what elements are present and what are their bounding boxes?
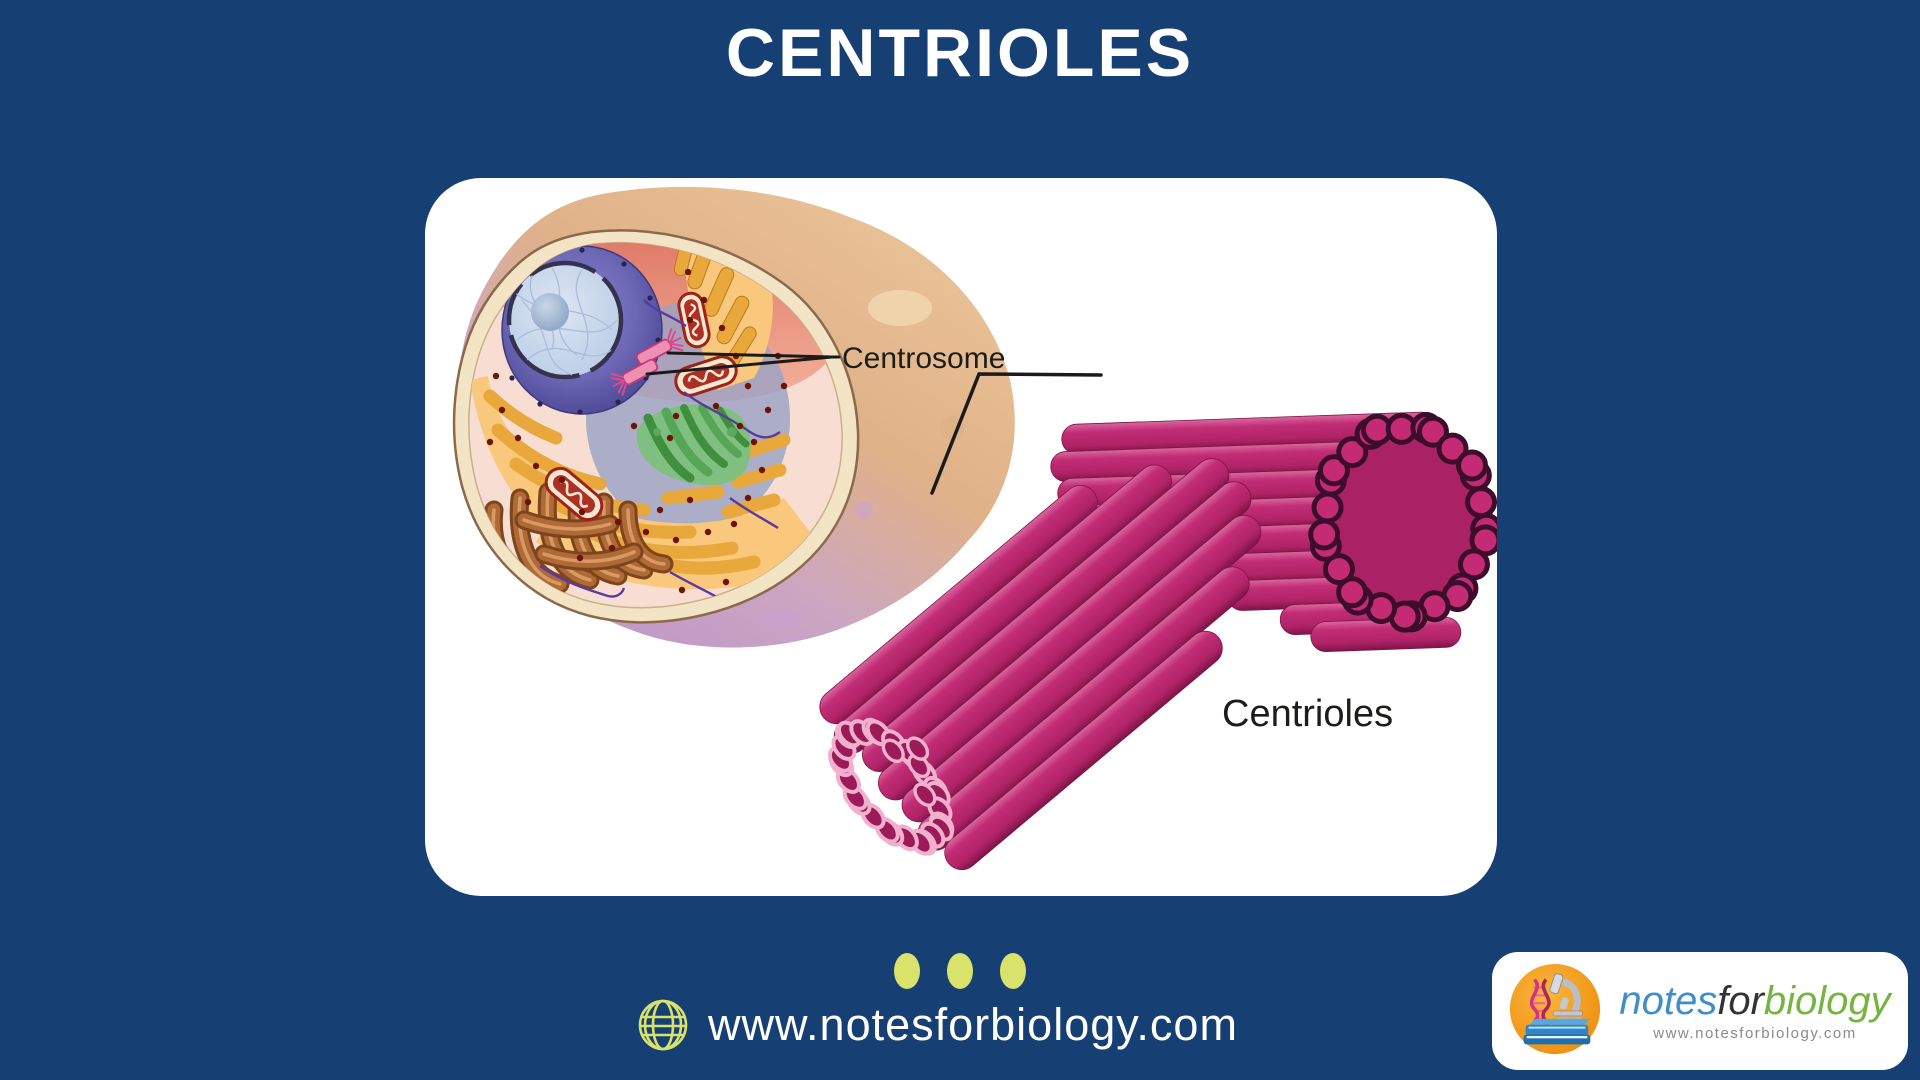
logo-word-for: for bbox=[1717, 978, 1764, 1023]
footer-dots bbox=[0, 953, 1920, 989]
diagram-card: Centrosome Centrioles bbox=[425, 178, 1497, 896]
brand-logo-text: notesforbiology www.notesforbiology.com bbox=[1612, 981, 1898, 1042]
centriole-diagonal bbox=[819, 458, 1262, 871]
dot-icon bbox=[947, 953, 973, 989]
footer-site-row: www.notesforbiology.com bbox=[0, 998, 1874, 1052]
logo-word-notes: notes bbox=[1619, 978, 1718, 1023]
nucleolus bbox=[531, 293, 569, 331]
dot-icon bbox=[1000, 953, 1026, 989]
microtubule-threads bbox=[539, 299, 781, 608]
golgi-apparatus bbox=[636, 404, 751, 486]
globe-icon bbox=[638, 999, 688, 1051]
page-title: CENTRIOLES bbox=[725, 15, 1195, 91]
nucleus bbox=[501, 245, 663, 415]
centrosome-elbow-line bbox=[930, 372, 1103, 495]
brand-badge-icon bbox=[1509, 963, 1601, 1055]
brand-logo-card: notesforbiology www.notesforbiology.com bbox=[1492, 952, 1908, 1070]
ribosome-dots bbox=[486, 268, 788, 594]
dot-icon bbox=[894, 953, 920, 989]
centrioles-label: Centrioles bbox=[1222, 693, 1393, 735]
book-icon bbox=[1523, 1018, 1591, 1045]
centrioles-diagram: Centrosome Centrioles bbox=[437, 186, 1497, 871]
logo-subtitle-url: www.notesforbiology.com bbox=[1653, 1024, 1857, 1042]
centrosome-label: Centrosome bbox=[842, 342, 1005, 375]
logo-word-biology: biology bbox=[1763, 978, 1891, 1023]
cell-centriole-pair bbox=[610, 328, 684, 396]
animal-cell-illustration bbox=[437, 186, 1015, 648]
centrosome-leader-lines bbox=[645, 351, 841, 376]
footer-website-url: www.notesforbiology.com bbox=[708, 999, 1238, 1050]
